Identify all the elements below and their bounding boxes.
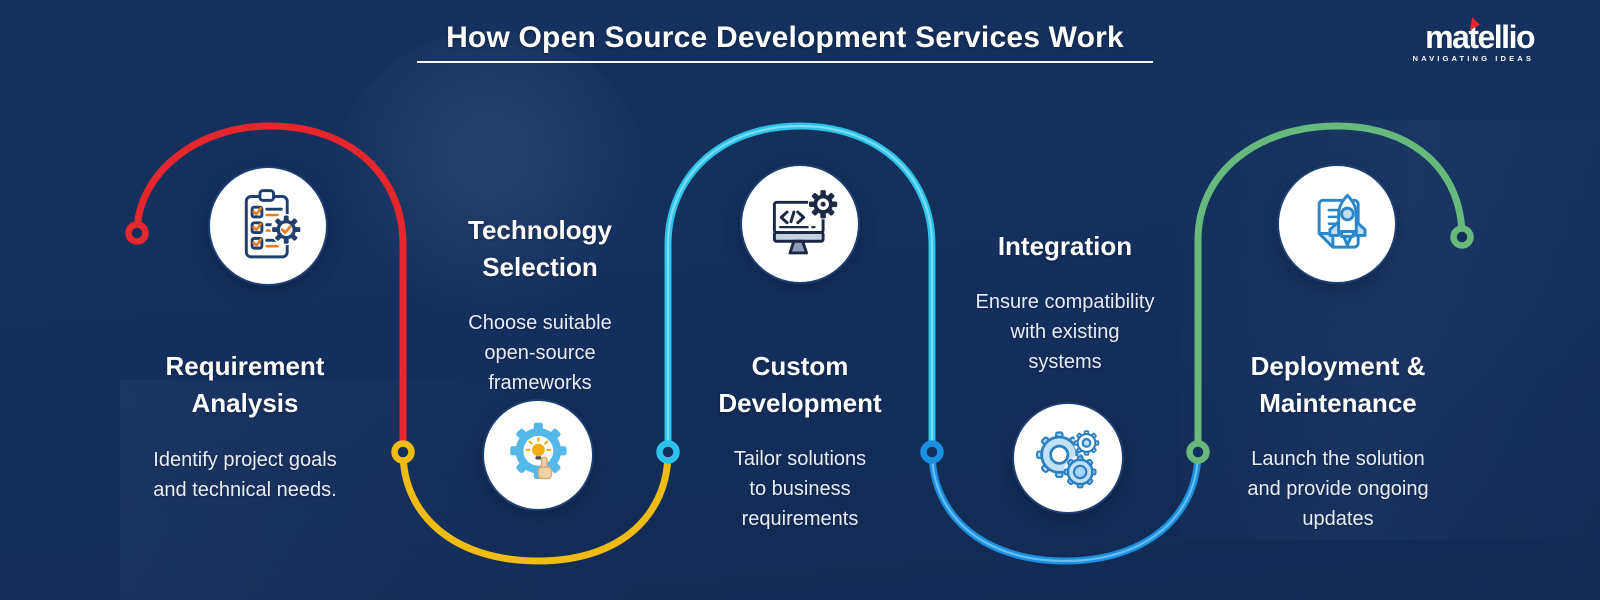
header: How Open Source Development Services Wor… <box>417 20 1153 63</box>
monitor-code-gear-icon <box>773 189 839 255</box>
flow-segment-yellow <box>399 448 672 565</box>
step4-description: Ensure compatibility with existing syste… <box>975 291 1155 373</box>
step3-title: Custom Development <box>718 351 882 418</box>
step5-description: Launch the solution and provide ongoing … <box>1247 448 1429 530</box>
clipboard-checklist-gear-icon <box>245 189 303 259</box>
brand-logo-tagline: NAVIGATING IDEAS <box>1412 54 1534 63</box>
title-underline <box>417 61 1153 63</box>
flow-node-3 <box>920 440 944 464</box>
flow-node-2 <box>656 440 680 464</box>
step2-title: Technology Selection <box>468 215 612 282</box>
brand-logo: matellio NAVIGATING IDEAS <box>1402 17 1535 63</box>
flow-node-1 <box>391 440 415 464</box>
step5-text: Deployment & Maintenance Launch the solu… <box>1198 330 1478 552</box>
flow-segment-blue-highlight <box>930 450 1200 563</box>
flow-node-start <box>125 221 149 245</box>
step3-description: Tailor solutions to business requirement… <box>733 448 867 530</box>
flow-segment-red <box>133 122 407 456</box>
step3-text: Custom Development Tailor solutions to b… <box>685 330 915 552</box>
step1-description: Identify project goals and technical nee… <box>153 449 337 501</box>
flow-node-end <box>1450 225 1474 249</box>
integration-gears-icon <box>1035 429 1099 489</box>
step3-icon-circle <box>742 166 858 282</box>
brand-logo-wordmark: matellio <box>1425 17 1535 55</box>
step1-title: Requirement Analysis <box>165 351 325 418</box>
document-rocket-icon <box>1317 194 1367 249</box>
step4-text: Integration Ensure compatibility with ex… <box>935 210 1195 395</box>
step5-title: Deployment & Maintenance <box>1250 351 1426 418</box>
step2-description: Choose suitable open-source frameworks <box>468 312 612 394</box>
flow-segment-cyan-highlight <box>666 124 934 454</box>
flow-segment-green <box>1194 122 1466 456</box>
page-title: How Open Source Development Services Wor… <box>446 21 1124 54</box>
step2-text: Technology Selection Choose suitable ope… <box>420 194 660 416</box>
step2-icon-circle <box>484 401 592 509</box>
step5-icon-circle <box>1279 166 1395 282</box>
step1-icon-circle <box>210 168 326 284</box>
step4-title: Integration <box>997 231 1133 261</box>
step1-text: Requirement Analysis Identify project go… <box>115 330 375 523</box>
flow-node-4 <box>1186 440 1210 464</box>
step4-icon-circle <box>1014 404 1122 512</box>
gear-lightbulb-hand-icon <box>509 422 567 479</box>
